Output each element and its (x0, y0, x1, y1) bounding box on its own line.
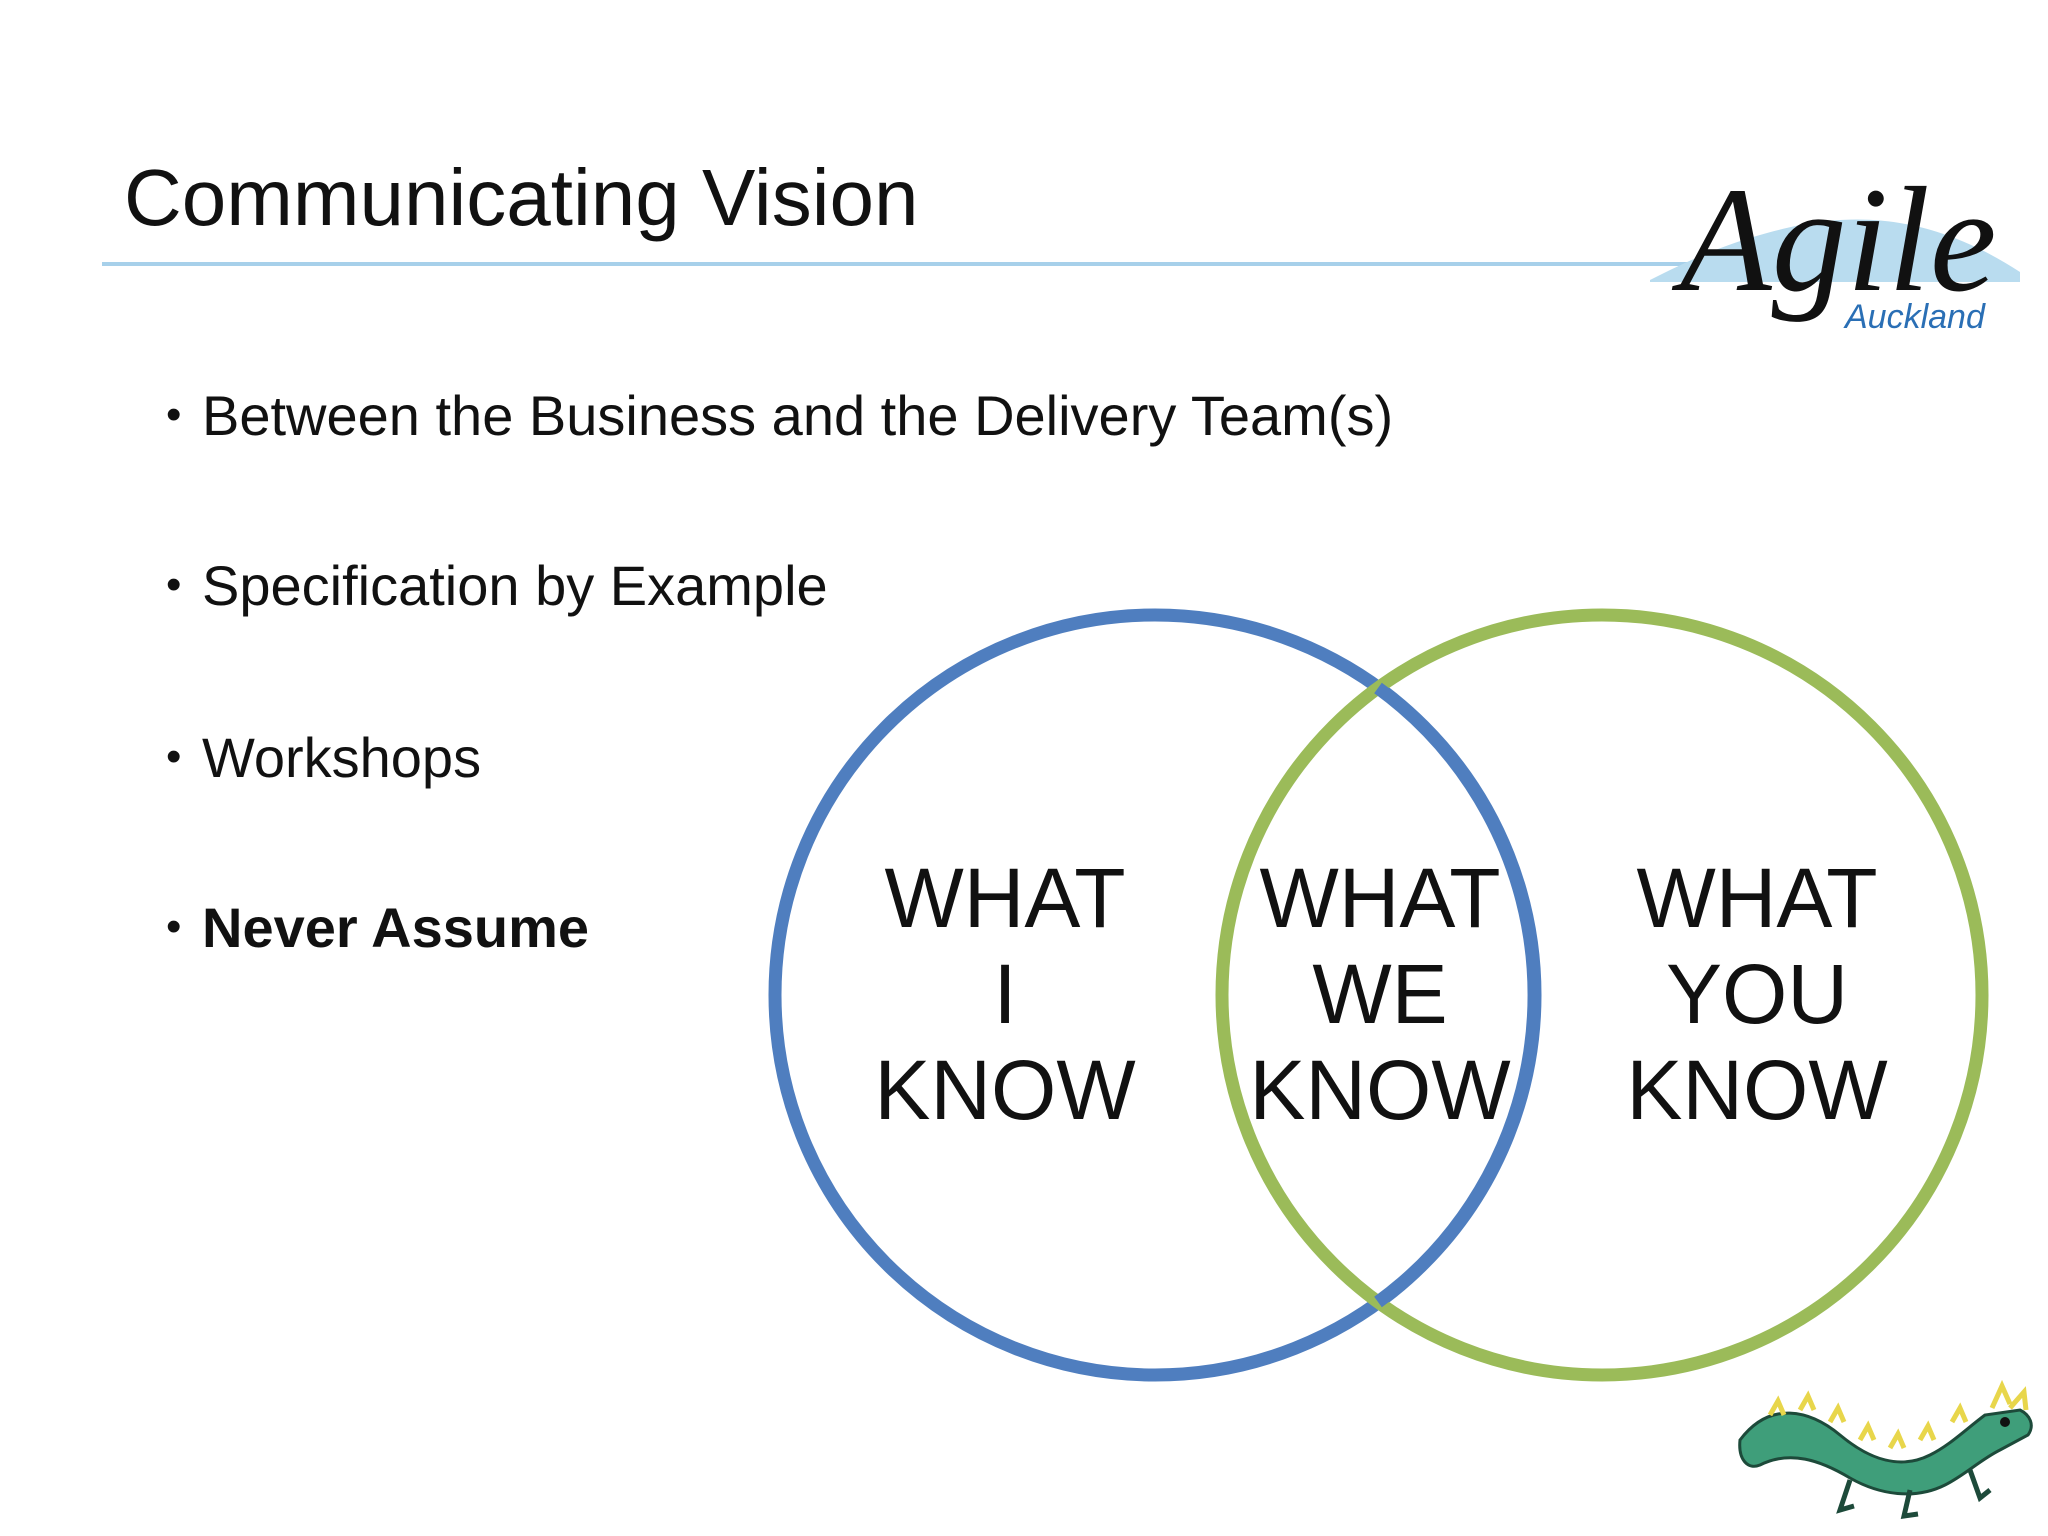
bullet-text: Between the Business and the Delivery Te… (202, 384, 1394, 447)
venn-circle-right (1215, 608, 1989, 1382)
bullet-text: Specification by Example (202, 554, 828, 617)
venn-label-right: WHAT YOU KNOW (1626, 851, 1888, 1137)
venn-overlap-arc (1374, 682, 1541, 1308)
venn-label-left: WHAT I KNOW (874, 851, 1136, 1137)
logo-sub: Auckland (1843, 298, 1986, 336)
bullet-text: Never Assume (202, 896, 590, 959)
bullet-text: Workshops (202, 726, 482, 789)
slide-title: Communicating Vision (124, 153, 919, 242)
title-underline (102, 262, 1702, 266)
bullet-item: •Between the Business and the Delivery T… (166, 384, 1394, 447)
bullet-item: •Specification by Example (166, 554, 828, 617)
logo-word: Agile (1671, 157, 1997, 323)
bullet-item: •Never Assume (166, 896, 590, 959)
logo-hill (1650, 219, 2020, 282)
agile-auckland-logo: Agile Auckland (1650, 157, 2020, 336)
bullet-item: •Workshops (166, 726, 482, 789)
dragon-icon (1738, 1379, 2033, 1519)
venn-label-middle: WHAT WE KNOW (1249, 851, 1511, 1137)
